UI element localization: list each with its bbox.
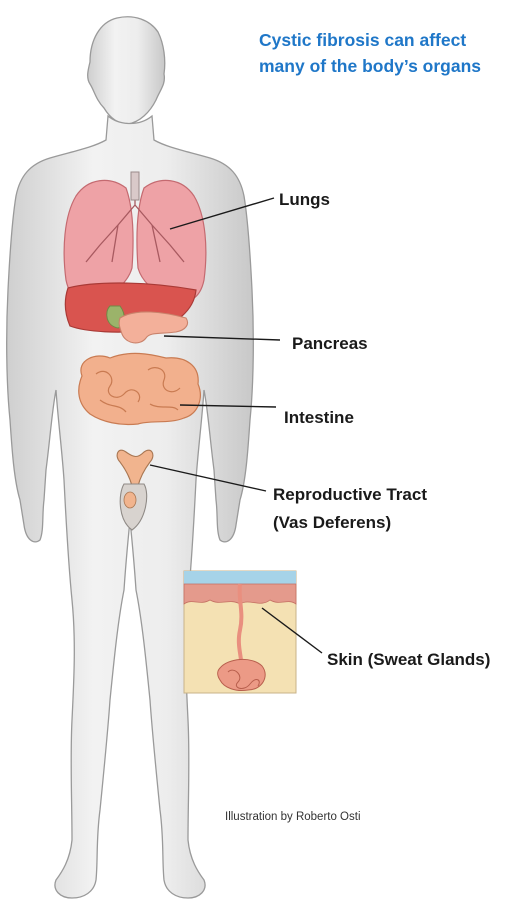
skin-label: Skin (Sweat Glands) bbox=[327, 650, 490, 670]
vas-deferens-label: (Vas Deferens) bbox=[273, 513, 391, 533]
title-line-2: many of the body’s organs bbox=[259, 56, 481, 77]
intestine-label: Intestine bbox=[284, 408, 354, 428]
skin-inset-illustration bbox=[184, 571, 296, 693]
intestine-illustration bbox=[79, 353, 201, 424]
reproductive-tract-label: Reproductive Tract bbox=[273, 485, 427, 505]
illustration-credit: Illustration by Roberto Osti bbox=[225, 811, 361, 823]
lungs-label: Lungs bbox=[279, 190, 330, 210]
title-line-1: Cystic fibrosis can affect bbox=[259, 30, 466, 51]
pancreas-label: Pancreas bbox=[292, 334, 368, 354]
